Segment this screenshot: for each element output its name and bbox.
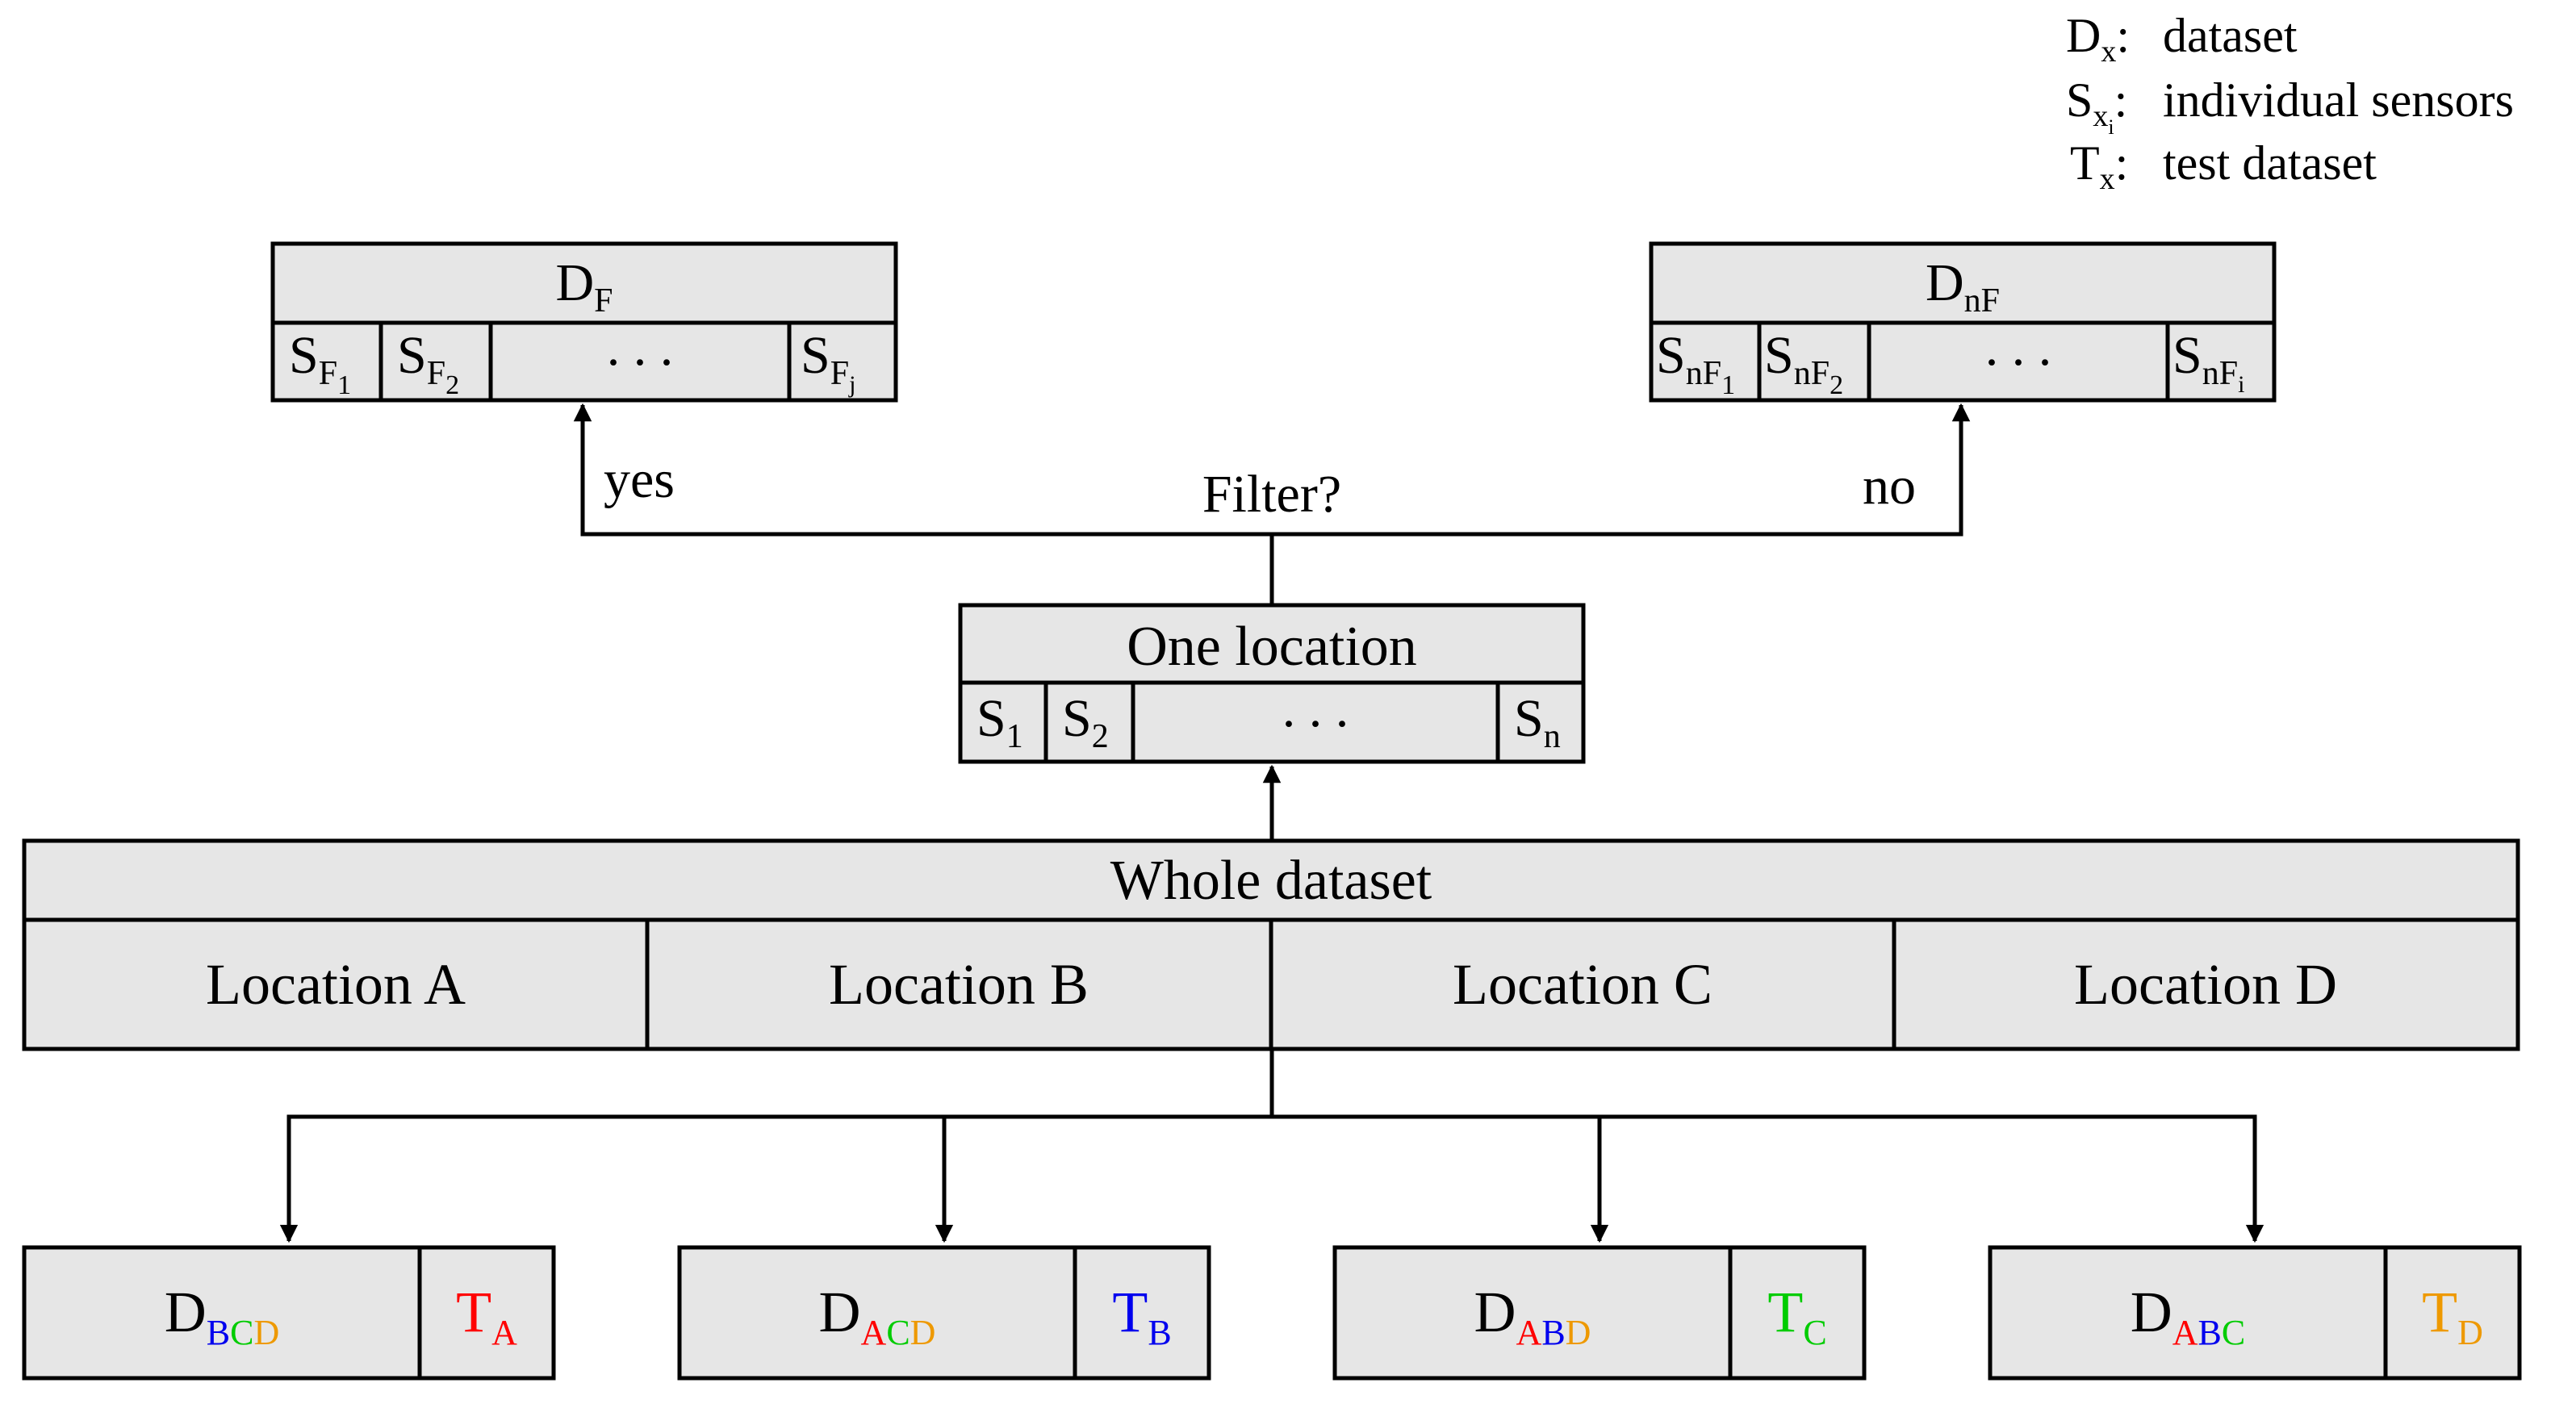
legend-dataset-desc: dataset [2163,9,2298,62]
legend-sensors-desc: individual sensors [2163,73,2514,127]
yes-label: yes [604,450,675,509]
legend-sensors-symbol: Sxi: [2066,73,2127,139]
split-box-b: DACD TB [677,1245,1211,1381]
sensor-cell-ellipsis-nf: . . . [1985,318,2052,377]
location-c-label: Location C [1453,952,1712,1017]
legend-test-symbol: Tx: [2070,136,2128,196]
split-box-c: DABD TC [1332,1245,1867,1381]
split-box-a: DBCD TA [22,1245,556,1381]
whole-dataset-title: Whole dataset [1110,850,1432,912]
sensor-cell-nf1: SnF1 [1656,326,1735,400]
training-dataset-label: DABD [1474,1280,1591,1352]
filtered-box-title: DF [555,253,613,320]
sensor-cell-fj: SFj [801,326,855,398]
training-dataset-label: DABC [2131,1280,2246,1352]
no-label: no [1863,457,1916,516]
split-box-frame [1988,1245,2522,1381]
test-dataset-label: TA [456,1280,517,1352]
split-connectors [279,1049,2264,1243]
sensor-cell-sn: Sn [1514,689,1561,755]
unfiltered-dataset-box: DnF SnF1 SnF2 . . . SnFi [1649,241,2277,403]
one-location-title: One location [1127,616,1417,678]
filter-connectors: yes no Filter? [573,403,1971,605]
whole-dataset-box: Whole dataset Location A Location B Loca… [22,838,2520,1051]
filtered-dataset-box: DF SF1 SF2 . . . SFj [270,241,898,403]
training-dataset-label: DBCD [165,1280,280,1352]
sensor-cell-s1: S1 [976,689,1023,755]
location-a-label: Location A [206,952,466,1017]
unfiltered-box-title: DnF [1926,253,2000,320]
split-box-frame [677,1245,1211,1381]
location-d-label: Location D [2074,952,2337,1017]
sensor-cell-f2: SF2 [397,326,459,400]
legend: Dx: dataset Sxi: individual sensors Tx: … [2066,9,2514,196]
location-b-label: Location B [829,952,1089,1017]
sensor-cell-ellipsis-one: . . . [1282,679,1349,738]
split-box-frame [1332,1245,1867,1381]
one-location-box: One location S1 S2 . . . Sn [958,603,1586,764]
split-box-frame [22,1245,556,1381]
sensor-cell-f1: SF1 [289,326,351,400]
sensor-cell-nf2: SnF2 [1764,326,1843,400]
split-boxes: DBCD TA DACD TB DABD TC DABC TD [22,1245,2522,1381]
legend-test-desc: test dataset [2163,136,2377,190]
sensor-cell-nfi: SnFi [2172,326,2244,398]
test-dataset-label: TD [2422,1280,2483,1352]
test-dataset-label: TC [1767,1280,1826,1352]
sensor-cell-ellipsis: . . . [607,318,674,377]
filter-question: Filter? [1202,465,1341,524]
sensor-cell-s2: S2 [1062,689,1109,755]
test-dataset-label: TB [1112,1280,1171,1352]
legend-dataset-symbol: Dx: [2066,9,2130,69]
training-dataset-label: DACD [819,1280,936,1352]
split-box-d: DABC TD [1988,1245,2522,1381]
